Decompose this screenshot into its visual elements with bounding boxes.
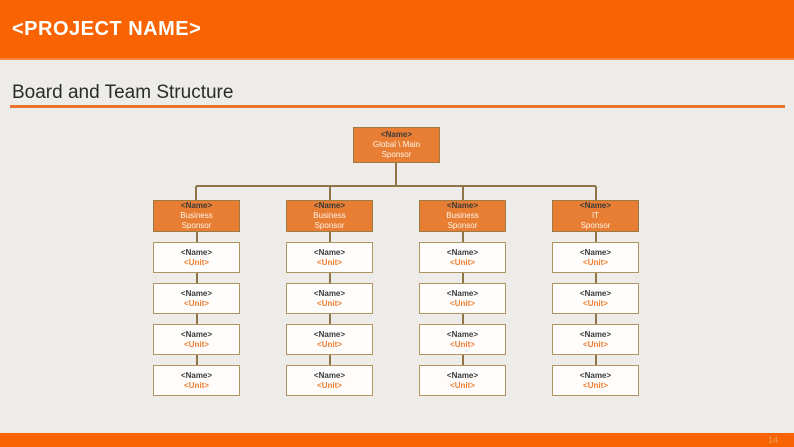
member-name: <Name>	[313, 329, 346, 339]
slide-footer-bar: 14	[0, 433, 794, 447]
member-unit: <Unit>	[450, 380, 475, 390]
connector-vertical	[461, 232, 464, 242]
member-box: <Name> <Unit>	[153, 283, 240, 314]
head-role: Business Sponsor	[180, 211, 213, 230]
connector-stub-column-2	[329, 186, 331, 200]
connector-vertical	[195, 232, 198, 242]
member-unit: <Unit>	[583, 339, 608, 349]
member-name: <Name>	[446, 370, 479, 380]
section-title: Board and Team Structure	[12, 82, 234, 103]
member-unit: <Unit>	[583, 380, 608, 390]
head-role: Business Sponsor	[446, 211, 479, 230]
column-head-box: <Name> Business Sponsor	[286, 200, 373, 232]
member-name: <Name>	[313, 288, 346, 298]
member-box: <Name> <Unit>	[419, 365, 506, 396]
org-chart-column-1: <Name> Business Sponsor <Name> <Unit> <N…	[153, 200, 240, 396]
org-chart-column-3: <Name> Business Sponsor <Name> <Unit> <N…	[419, 200, 506, 396]
member-unit: <Unit>	[450, 257, 475, 267]
title-underline	[10, 105, 785, 108]
member-name: <Name>	[313, 247, 346, 257]
head-role: Business Sponsor	[313, 211, 346, 230]
head-role: IT Sponsor	[580, 211, 611, 230]
member-name: <Name>	[180, 288, 213, 298]
connector-vertical	[195, 273, 198, 283]
member-box: <Name> <Unit>	[552, 324, 639, 355]
page-number: 14	[767, 435, 778, 445]
slide-header-bar: <PROJECT NAME>	[0, 0, 794, 60]
org-chart-column-4: <Name> IT Sponsor <Name> <Unit> <Name> <…	[552, 200, 639, 396]
column-head-box: <Name> IT Sponsor	[552, 200, 639, 232]
member-name: <Name>	[579, 288, 612, 298]
connector-vertical	[461, 355, 464, 365]
member-name: <Name>	[446, 288, 479, 298]
member-unit: <Unit>	[583, 298, 608, 308]
connector-horizontal-line	[196, 185, 596, 187]
member-box: <Name> <Unit>	[552, 365, 639, 396]
member-name: <Name>	[446, 247, 479, 257]
connector-vertical	[594, 273, 597, 283]
member-name: <Name>	[446, 329, 479, 339]
member-unit: <Unit>	[184, 380, 209, 390]
connector-stub-column-4	[595, 186, 597, 200]
member-unit: <Unit>	[583, 257, 608, 267]
head-name: <Name>	[446, 201, 479, 210]
member-unit: <Unit>	[317, 298, 342, 308]
member-box: <Name> <Unit>	[552, 242, 639, 273]
column-head-box: <Name> Business Sponsor	[419, 200, 506, 232]
member-box: <Name> <Unit>	[419, 283, 506, 314]
connector-stub-column-3	[462, 186, 464, 200]
member-unit: <Unit>	[184, 339, 209, 349]
member-box: <Name> <Unit>	[419, 324, 506, 355]
connector-vertical	[195, 355, 198, 365]
head-name: <Name>	[313, 201, 346, 210]
connector-stub-column-1	[195, 186, 197, 200]
project-name-title: <PROJECT NAME>	[12, 17, 202, 40]
connector-root-stem	[395, 163, 397, 187]
member-box: <Name> <Unit>	[419, 242, 506, 273]
member-box: <Name> <Unit>	[153, 365, 240, 396]
connector-vertical	[594, 314, 597, 324]
member-unit: <Unit>	[317, 257, 342, 267]
member-name: <Name>	[180, 247, 213, 257]
connector-vertical	[594, 232, 597, 242]
member-name: <Name>	[579, 329, 612, 339]
member-unit: <Unit>	[317, 380, 342, 390]
member-name: <Name>	[579, 247, 612, 257]
member-unit: <Unit>	[184, 298, 209, 308]
member-box: <Name> <Unit>	[153, 324, 240, 355]
member-unit: <Unit>	[450, 298, 475, 308]
member-name: <Name>	[313, 370, 346, 380]
column-head-box: <Name> Business Sponsor	[153, 200, 240, 232]
member-box: <Name> <Unit>	[153, 242, 240, 273]
member-name: <Name>	[579, 370, 612, 380]
member-name: <Name>	[180, 370, 213, 380]
connector-vertical	[328, 232, 331, 242]
member-box: <Name> <Unit>	[286, 242, 373, 273]
member-box: <Name> <Unit>	[552, 283, 639, 314]
connector-vertical	[461, 273, 464, 283]
connector-vertical	[328, 355, 331, 365]
root-role: Global \ Main Sponsor	[372, 140, 421, 159]
member-unit: <Unit>	[317, 339, 342, 349]
connector-vertical	[195, 314, 198, 324]
member-name: <Name>	[180, 329, 213, 339]
org-chart-root-box: <Name> Global \ Main Sponsor	[353, 127, 440, 163]
member-box: <Name> <Unit>	[286, 283, 373, 314]
connector-vertical	[594, 355, 597, 365]
member-unit: <Unit>	[450, 339, 475, 349]
connector-vertical	[328, 273, 331, 283]
connector-vertical	[328, 314, 331, 324]
member-unit: <Unit>	[184, 257, 209, 267]
head-name: <Name>	[579, 201, 612, 210]
member-box: <Name> <Unit>	[286, 365, 373, 396]
head-name: <Name>	[180, 201, 213, 210]
member-box: <Name> <Unit>	[286, 324, 373, 355]
connector-vertical	[461, 314, 464, 324]
org-chart-column-2: <Name> Business Sponsor <Name> <Unit> <N…	[286, 200, 373, 396]
root-name: <Name>	[380, 130, 413, 139]
